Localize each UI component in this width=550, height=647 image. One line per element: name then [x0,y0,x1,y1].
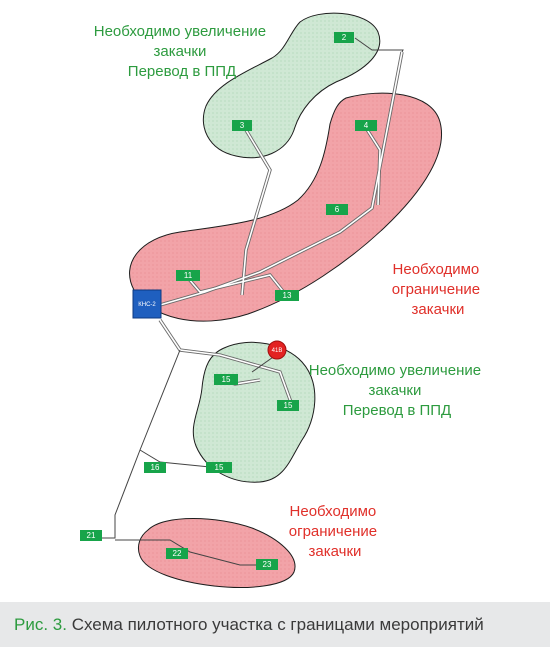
well-marker: 13 [275,290,299,301]
pipeline-network [80,37,404,566]
well-marker: 4 [355,120,377,131]
well-marker: 3 [232,120,252,131]
svg-text:23: 23 [263,560,272,569]
well-marker: 15 [214,374,238,385]
well-marker: 11 [176,270,200,281]
zone-label-limit-bottom: Необходимо ограничение закачки [289,503,382,560]
svg-text:16: 16 [151,463,160,472]
zone-label-increase-middle: Необходимо увеличение закачки Перевод в … [309,362,486,419]
figure-caption: Рис. 3. Схема пилотного участка с границ… [0,602,550,647]
zone-label-increase-top: Необходимо увеличение закачки Перевод в … [94,23,271,80]
well-marker: 15 [277,400,299,411]
svg-text:15: 15 [222,375,231,384]
svg-text:15: 15 [284,401,293,410]
svg-text:6: 6 [335,205,340,214]
well-marker: 23 [256,559,278,570]
svg-text:22: 22 [173,549,182,558]
well-marker: 16 [144,462,166,473]
well-marker: 2 [334,32,354,43]
well-marker: 21 [80,530,102,541]
wells: 2 3 4 6 11 13 15 15 16 15 21 22 23 [80,32,377,570]
svg-text:4: 4 [364,121,369,130]
caption-number: Рис. 3. [14,615,67,634]
svg-text:15: 15 [215,463,224,472]
pump-station: КНС-2 [132,289,162,319]
pilot-area-diagram: 2 3 4 6 11 13 15 15 16 15 21 22 23 КНС-2… [80,12,486,588]
svg-text:КНС-2: КНС-2 [138,302,156,308]
svg-text:11: 11 [184,271,193,280]
svg-text:21: 21 [87,531,96,540]
svg-text:13: 13 [283,291,292,300]
well-marker: 22 [166,548,188,559]
svg-text:3: 3 [240,121,245,130]
zone-label-limit-top: Необходимо ограничение закачки [392,261,485,318]
zone-limit-bottom [137,518,296,588]
caption-text: Схема пилотного участка с границами меро… [66,615,484,634]
well-marker: 15 [206,462,232,473]
red-well-marker: 41В [267,340,287,360]
well-marker: 6 [326,204,348,215]
svg-text:41В: 41В [272,348,283,354]
svg-text:2: 2 [342,33,347,42]
